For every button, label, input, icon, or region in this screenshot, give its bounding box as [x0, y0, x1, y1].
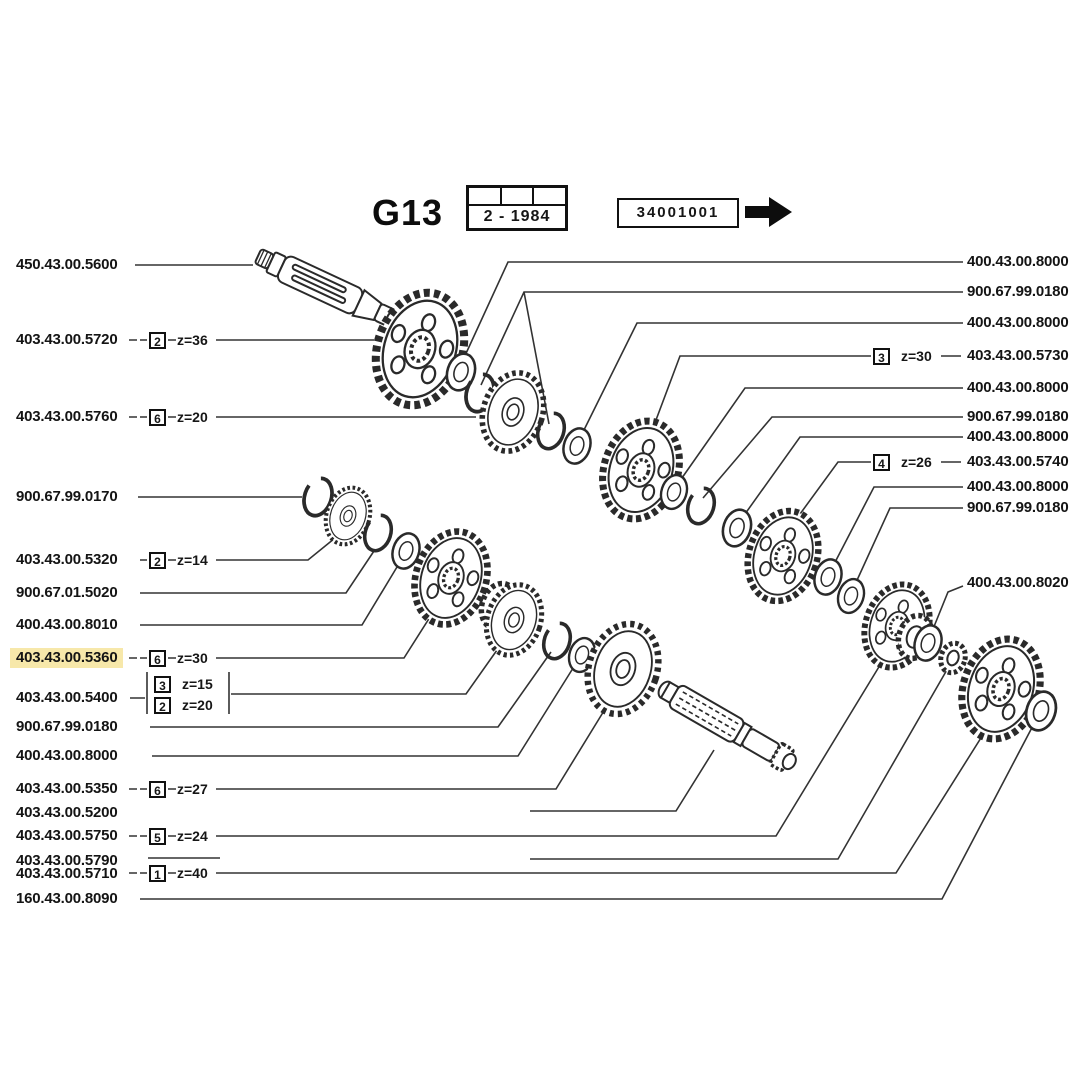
part-label[interactable]: 403.43.00.5730 — [967, 347, 1069, 364]
part-label[interactable]: 900.67.99.0180 — [967, 408, 1069, 425]
part-label[interactable]: 400.43.00.8000 — [967, 478, 1069, 495]
item-number-badge: 6 — [149, 781, 166, 798]
part-label[interactable]: 400.43.00.8020 — [967, 574, 1069, 591]
item-number-badge: 5 — [149, 828, 166, 845]
part-label[interactable]: 400.43.00.8000 — [967, 314, 1069, 331]
teeth-count: z=40 — [177, 865, 208, 881]
part-label[interactable]: 400.43.00.8010 — [16, 616, 118, 633]
part-label[interactable]: 400.43.00.8000 — [16, 747, 118, 764]
gear-z30-drawing — [590, 411, 691, 529]
teeth-count: z=30 — [177, 650, 208, 666]
item-number-badge: 4 — [873, 454, 890, 471]
revision-date: 2 - 1984 — [483, 208, 551, 225]
item-number-badge: 2 — [154, 697, 171, 714]
output-shaft-drawing — [657, 680, 797, 772]
teeth-count: z=24 — [177, 828, 208, 844]
part-label[interactable]: 403.43.00.5350 — [16, 780, 118, 797]
teeth-count: z=36 — [177, 332, 208, 348]
leader-lines-left — [129, 264, 1038, 900]
item-number-badge: 6 — [149, 650, 166, 667]
part-label[interactable]: 900.67.99.0180 — [16, 718, 118, 735]
part-label[interactable]: 403.43.00.5400 — [16, 689, 118, 706]
part-label[interactable]: 900.67.99.0180 — [967, 283, 1069, 300]
gear-z27-drawing — [576, 615, 669, 724]
item-number-badge: 2 — [149, 552, 166, 569]
part-label[interactable]: 403.43.00.5320 — [16, 551, 118, 568]
page-title: G13 — [372, 192, 444, 233]
item-number-badge: 1 — [149, 865, 166, 882]
part-label[interactable]: 403.43.00.5200 — [16, 804, 118, 821]
item-number-badge: 2 — [149, 332, 166, 349]
input-shaft-drawing — [254, 248, 403, 330]
part-label[interactable]: 160.43.00.8090 — [16, 890, 118, 907]
part-label[interactable]: 400.43.00.8000 — [967, 428, 1069, 445]
teeth-count: z=27 — [177, 781, 208, 797]
teeth-count: z=20 — [182, 697, 213, 713]
part-label[interactable]: 400.43.00.8000 — [967, 379, 1069, 396]
teeth-count: z=20 — [177, 409, 208, 425]
teeth-count: z=30 — [901, 348, 932, 364]
gear-z14-drawing — [319, 482, 378, 550]
part-label[interactable]: 400.43.00.8000 — [967, 253, 1069, 270]
item-number-badge: 3 — [154, 676, 171, 693]
part-label[interactable]: 900.67.99.0180 — [967, 499, 1069, 516]
item-number-badge: 3 — [873, 348, 890, 365]
teeth-count: z=26 — [901, 454, 932, 470]
arrow-right-icon — [745, 197, 792, 227]
item-number-badge: 6 — [149, 409, 166, 426]
part-label[interactable]: 403.43.00.5720 — [16, 331, 118, 348]
part-label[interactable]: 403.43.00.5790 — [16, 852, 118, 869]
teeth-count: z=15 — [182, 676, 213, 692]
catalog-code-box: 34001001 — [617, 198, 739, 228]
part-label-highlighted[interactable]: 403.43.00.5360 — [10, 648, 124, 668]
part-label[interactable]: 450.43.00.5600 — [16, 256, 118, 273]
teeth-count: z=14 — [177, 552, 208, 568]
part-label[interactable]: 403.43.00.5710 — [16, 865, 118, 882]
part-label[interactable]: 403.43.00.5750 — [16, 827, 118, 844]
leader-lines-right — [462, 261, 964, 635]
gear-z15-z20-cluster-drawing — [476, 578, 551, 663]
part-label[interactable]: 900.67.99.0170 — [16, 488, 118, 505]
part-label[interactable]: 403.43.00.5760 — [16, 408, 118, 425]
part-label[interactable]: 900.67.01.5020 — [16, 584, 118, 601]
part-label[interactable]: 403.43.00.5740 — [967, 453, 1069, 470]
revision-table-empty-cells — [469, 188, 565, 206]
revision-table: 2 - 1984 — [466, 185, 568, 231]
